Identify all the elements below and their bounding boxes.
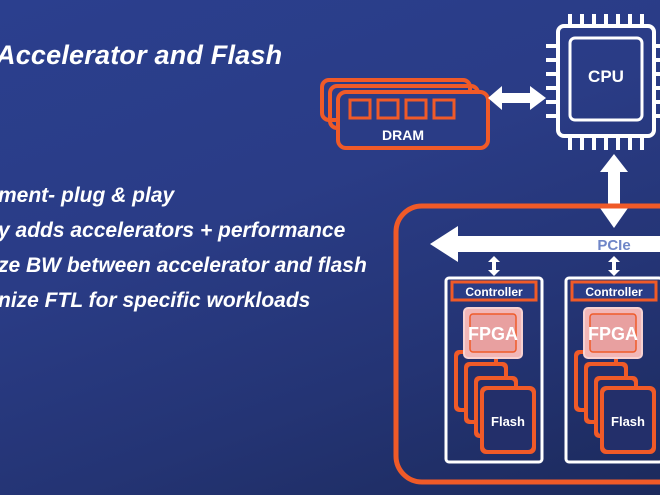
flash-stack: Flash [454,350,536,454]
storage-enclosure [393,203,660,485]
flash-label: Flash [491,414,525,429]
cpu-chip: CPU [546,14,660,150]
bullet-item: ze BW between accelerator and flash [0,254,367,277]
flash-stack: Flash [574,350,656,454]
dram-module: DRAM [320,78,490,150]
fpga-label: FPGA [468,324,518,344]
flash-label: Flash [611,414,645,429]
accelerator-module: Controller Flash FPGA [444,276,544,464]
pcie-label: PCIe [597,237,630,254]
bus-link-arrows [488,256,620,276]
fpga-chip: FPGA [463,307,523,359]
fpga-label: FPGA [588,324,638,344]
controller-label: Controller [585,285,643,299]
cpu-pcie-arrow [600,154,628,228]
dram-cpu-arrow [488,86,546,110]
bullet-list: ment- plug & play y adds accelerators + … [0,178,367,318]
cpu-label: CPU [588,67,624,86]
dram-label: DRAM [382,127,424,143]
pcie-bus: PCIe [430,226,660,262]
fpga-chip: FPGA [583,307,643,359]
bullet-item: nize FTL for specific workloads [0,289,311,312]
accelerator-module: Controller Flash FPGA [564,276,660,464]
slide-title: Accelerator and Flash [0,40,283,70]
bullet-item: ment- plug & play [0,184,175,207]
bullet-item: y adds accelerators + performance [0,219,346,242]
controller-label: Controller [465,285,523,299]
